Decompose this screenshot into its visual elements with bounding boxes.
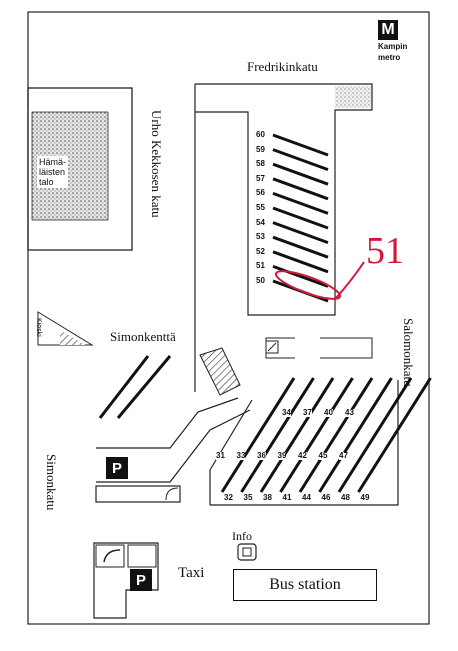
platform-number-55: 55 — [256, 203, 265, 212]
metro-name-line2: metro — [378, 53, 401, 62]
platform-number-54: 54 — [256, 217, 265, 227]
platform-number-53: 53 — [256, 232, 265, 242]
platform-number-52: 52 — [256, 246, 265, 256]
taxi-area — [93, 542, 159, 619]
street-fredrikinkatu: Fredrikinkatu — [247, 59, 318, 74]
platform-number-35: 35 — [243, 493, 253, 502]
platform-number-60: 60 — [256, 130, 265, 139]
street-urho-kekkosen-katu: Urho Kekkosen katu — [149, 110, 164, 218]
platform-stroke-35 — [240, 377, 315, 493]
lower-terminal-outline — [209, 380, 399, 506]
parking-icon: P — [106, 457, 128, 479]
bus-station-label: Bus station — [233, 569, 377, 601]
info-label: Info — [232, 529, 252, 543]
parking-icon-2: P — [130, 569, 152, 591]
platform-number-40: 40 — [324, 408, 333, 417]
platform-stroke-60 — [272, 133, 329, 157]
platform-stroke-56 — [272, 191, 329, 215]
metro-sign: M Kampin metro — [378, 20, 407, 62]
highlight-stop-number: 51 — [366, 230, 404, 272]
platform-number-49: 49 — [360, 493, 370, 502]
platform-number-33: 33 — [236, 451, 246, 460]
stop-51-pointer — [335, 261, 365, 299]
platform-number-50: 50 — [256, 276, 265, 285]
platform-number-37: 37 — [303, 408, 312, 417]
platform-number-44: 44 — [302, 493, 311, 502]
ramp — [199, 347, 241, 396]
platform-stroke-52 — [272, 250, 329, 274]
platform-stroke-46 — [318, 377, 393, 493]
platform-number-57: 57 — [256, 173, 265, 183]
platform-stroke-59 — [272, 148, 329, 172]
hamalaisten-talo-label: Hämä- läisten talo — [37, 156, 69, 188]
info-icon — [237, 543, 257, 561]
platform-number-39: 39 — [277, 451, 287, 460]
platform-stroke-58 — [272, 162, 329, 186]
platform-number-56: 56 — [256, 188, 265, 198]
kiosk-label: Kioski — [35, 318, 42, 337]
upper-platforms — [272, 133, 329, 303]
street-simonkatu: Simonkatu — [44, 454, 59, 511]
platform-number-32: 32 — [224, 493, 233, 502]
platform-number-36: 36 — [257, 451, 266, 460]
platform-number-58: 58 — [256, 159, 265, 169]
area-simonkentta: Simonkenttä — [110, 329, 176, 344]
stop-51-highlight — [274, 270, 342, 300]
platform-number-34: 34 — [282, 408, 291, 417]
map-border — [27, 11, 430, 625]
platform-number-41: 41 — [282, 493, 292, 502]
taxi-label: Taxi — [178, 565, 205, 581]
platform-number-46: 46 — [321, 493, 331, 502]
platform-stroke-54 — [272, 221, 329, 245]
metro-icon: M — [378, 20, 398, 40]
platform-stroke-55 — [272, 206, 329, 230]
lower-left-box — [95, 485, 181, 503]
platform-stroke-44 — [298, 377, 374, 493]
platform-number-59: 59 — [256, 144, 265, 154]
lower-platforms — [220, 377, 432, 493]
platform-stroke-41 — [279, 377, 354, 493]
street-salomonkatu: Salomonkatu — [401, 318, 416, 387]
platform-stroke-51 — [272, 264, 329, 288]
platform-stroke-48 — [337, 377, 413, 493]
platform-stroke-32 — [220, 377, 296, 493]
platform-number-51: 51 — [256, 261, 265, 271]
metro-name-line1: Kampin — [378, 42, 408, 51]
platform-number-48: 48 — [341, 493, 350, 502]
platform-number-42: 42 — [298, 451, 307, 460]
upper-terminal-outline — [195, 83, 373, 316]
platform-number-38: 38 — [263, 493, 272, 502]
platform-stroke-38 — [259, 377, 335, 493]
platform-number-45: 45 — [318, 451, 328, 460]
platform-number-31: 31 — [216, 451, 225, 460]
platform-number-47: 47 — [339, 451, 348, 460]
platform-stroke-53 — [272, 235, 329, 259]
platform-number-43: 43 — [345, 408, 354, 417]
hamalaisten-block — [27, 87, 133, 251]
platform-stroke-57 — [272, 177, 329, 201]
platform-stroke-49 — [357, 377, 432, 493]
